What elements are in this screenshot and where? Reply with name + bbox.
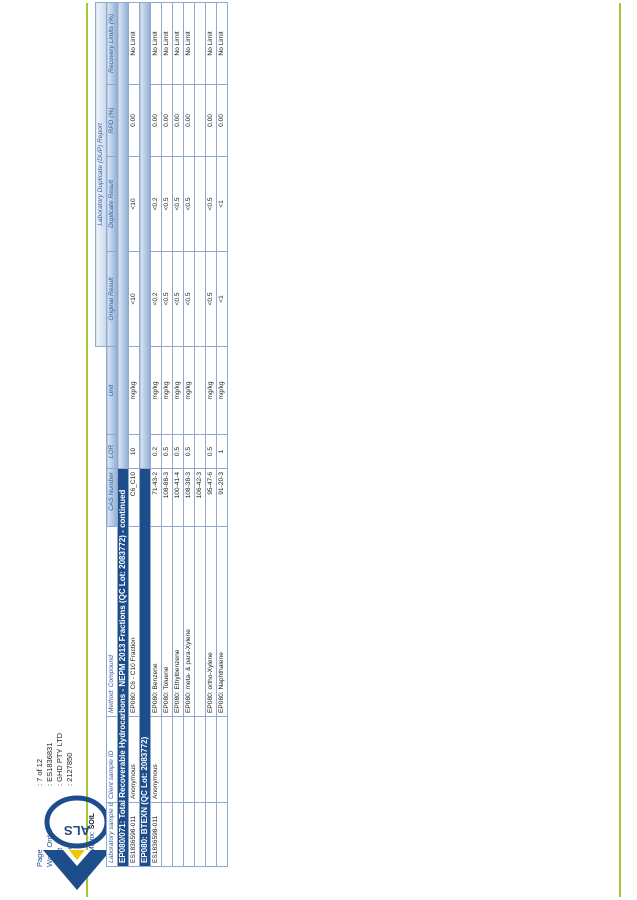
table-row: 106-42-3 (194, 2, 206, 867)
table-row: EP080: meta- & para-Xylene 108-38-3 0.5 … (183, 2, 195, 867)
project-value: : 2127850 (65, 752, 74, 786)
section-title: EP080: BTEXN (QC Lot: 2083772) (139, 468, 151, 867)
col-cas-number: CAS Number (106, 468, 118, 527)
col-duplicate-result: Duplicate Result (106, 156, 118, 252)
table-row: EP080: Ethylbenzene 100-41-4 0.5 mg/kg <… (172, 2, 184, 867)
table-row: EP080: Toluene 108-88-3 0.5 mg/kg <0.5 <… (161, 2, 173, 867)
col-lor: LOR (106, 434, 118, 469)
section-title: EP080/071: Total Recoverable Hydrocarbon… (117, 468, 129, 867)
col-original-result: Original Result (106, 251, 118, 347)
duplicate-report-table: Laboratory Duplicate (DUP) Report Labora… (95, 2, 228, 867)
col-unit: Unit (106, 346, 118, 435)
col-method-compound: Method: Compound (106, 526, 118, 717)
page-value: : 7 of 12 (35, 758, 44, 786)
table-row: ES1836598-011 Anonymous EP080: Benzene 7… (150, 2, 162, 867)
top-green-rule (86, 3, 88, 897)
svg-text:ALS: ALS (64, 823, 90, 838)
table-row: ES1836598-011 Anonymous EP080: C6 - C10 … (128, 2, 140, 867)
col-recovery-limits: Recovery Limits (%) (106, 2, 118, 85)
bottom-green-rule (619, 3, 621, 897)
group-header: Laboratory Duplicate (DUP) Report (95, 2, 107, 347)
client-value: : GHD PTY LTD (55, 732, 64, 786)
col-rpd: RPD (%) (106, 84, 118, 157)
col-client-sample-id: Client sample ID (106, 716, 118, 803)
table-row: EP080: ortho-Xylene 95-47-6 0.5 mg/kg <0… (205, 2, 217, 867)
table-row: EP080: Naphthalene 91-20-3 1 mg/kg <1 <1… (216, 2, 228, 867)
cas-number-secondary: 106-42-3 (194, 468, 206, 527)
col-lab-sample-id: Laboratory sample ID (106, 802, 118, 867)
work-order-value: : ES1836831 (45, 742, 54, 786)
